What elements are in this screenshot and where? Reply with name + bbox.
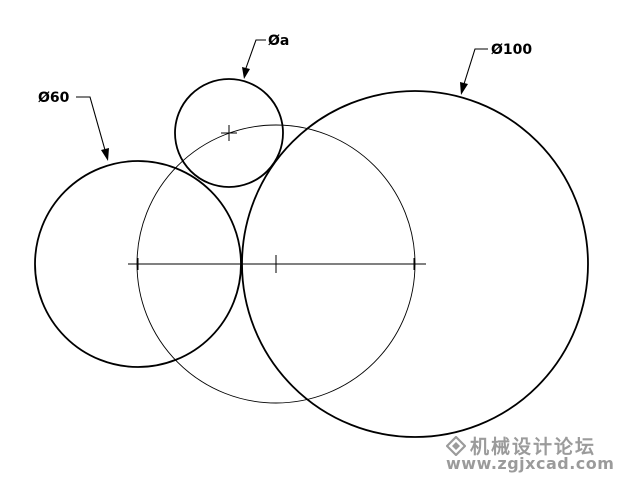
diamond-logo-icon — [446, 435, 466, 456]
leader-left-circle — [76, 96, 106, 151]
label-right-circle: Ø100 — [491, 42, 532, 58]
small-circle-a — [174, 78, 284, 188]
label-left-circle: Ø60 — [38, 90, 70, 106]
watermark-title-row: 机械设计论坛 — [446, 432, 596, 459]
watermark: 机械设计论坛 www.zgjxcad.com — [446, 432, 636, 478]
arrow-right-circle — [460, 82, 468, 95]
arrow-left-circle — [101, 148, 109, 161]
right-circle-100 — [241, 90, 589, 438]
leader-small-circle — [245, 39, 266, 69]
left-circle-60 — [34, 160, 242, 368]
label-small-circle: Øa — [268, 33, 289, 49]
watermark-url: www.zgjxcad.com — [446, 454, 615, 473]
leader-right-circle — [463, 48, 488, 85]
arrow-small-circle — [242, 67, 250, 79]
watermark-title: 机械设计论坛 — [470, 436, 597, 458]
